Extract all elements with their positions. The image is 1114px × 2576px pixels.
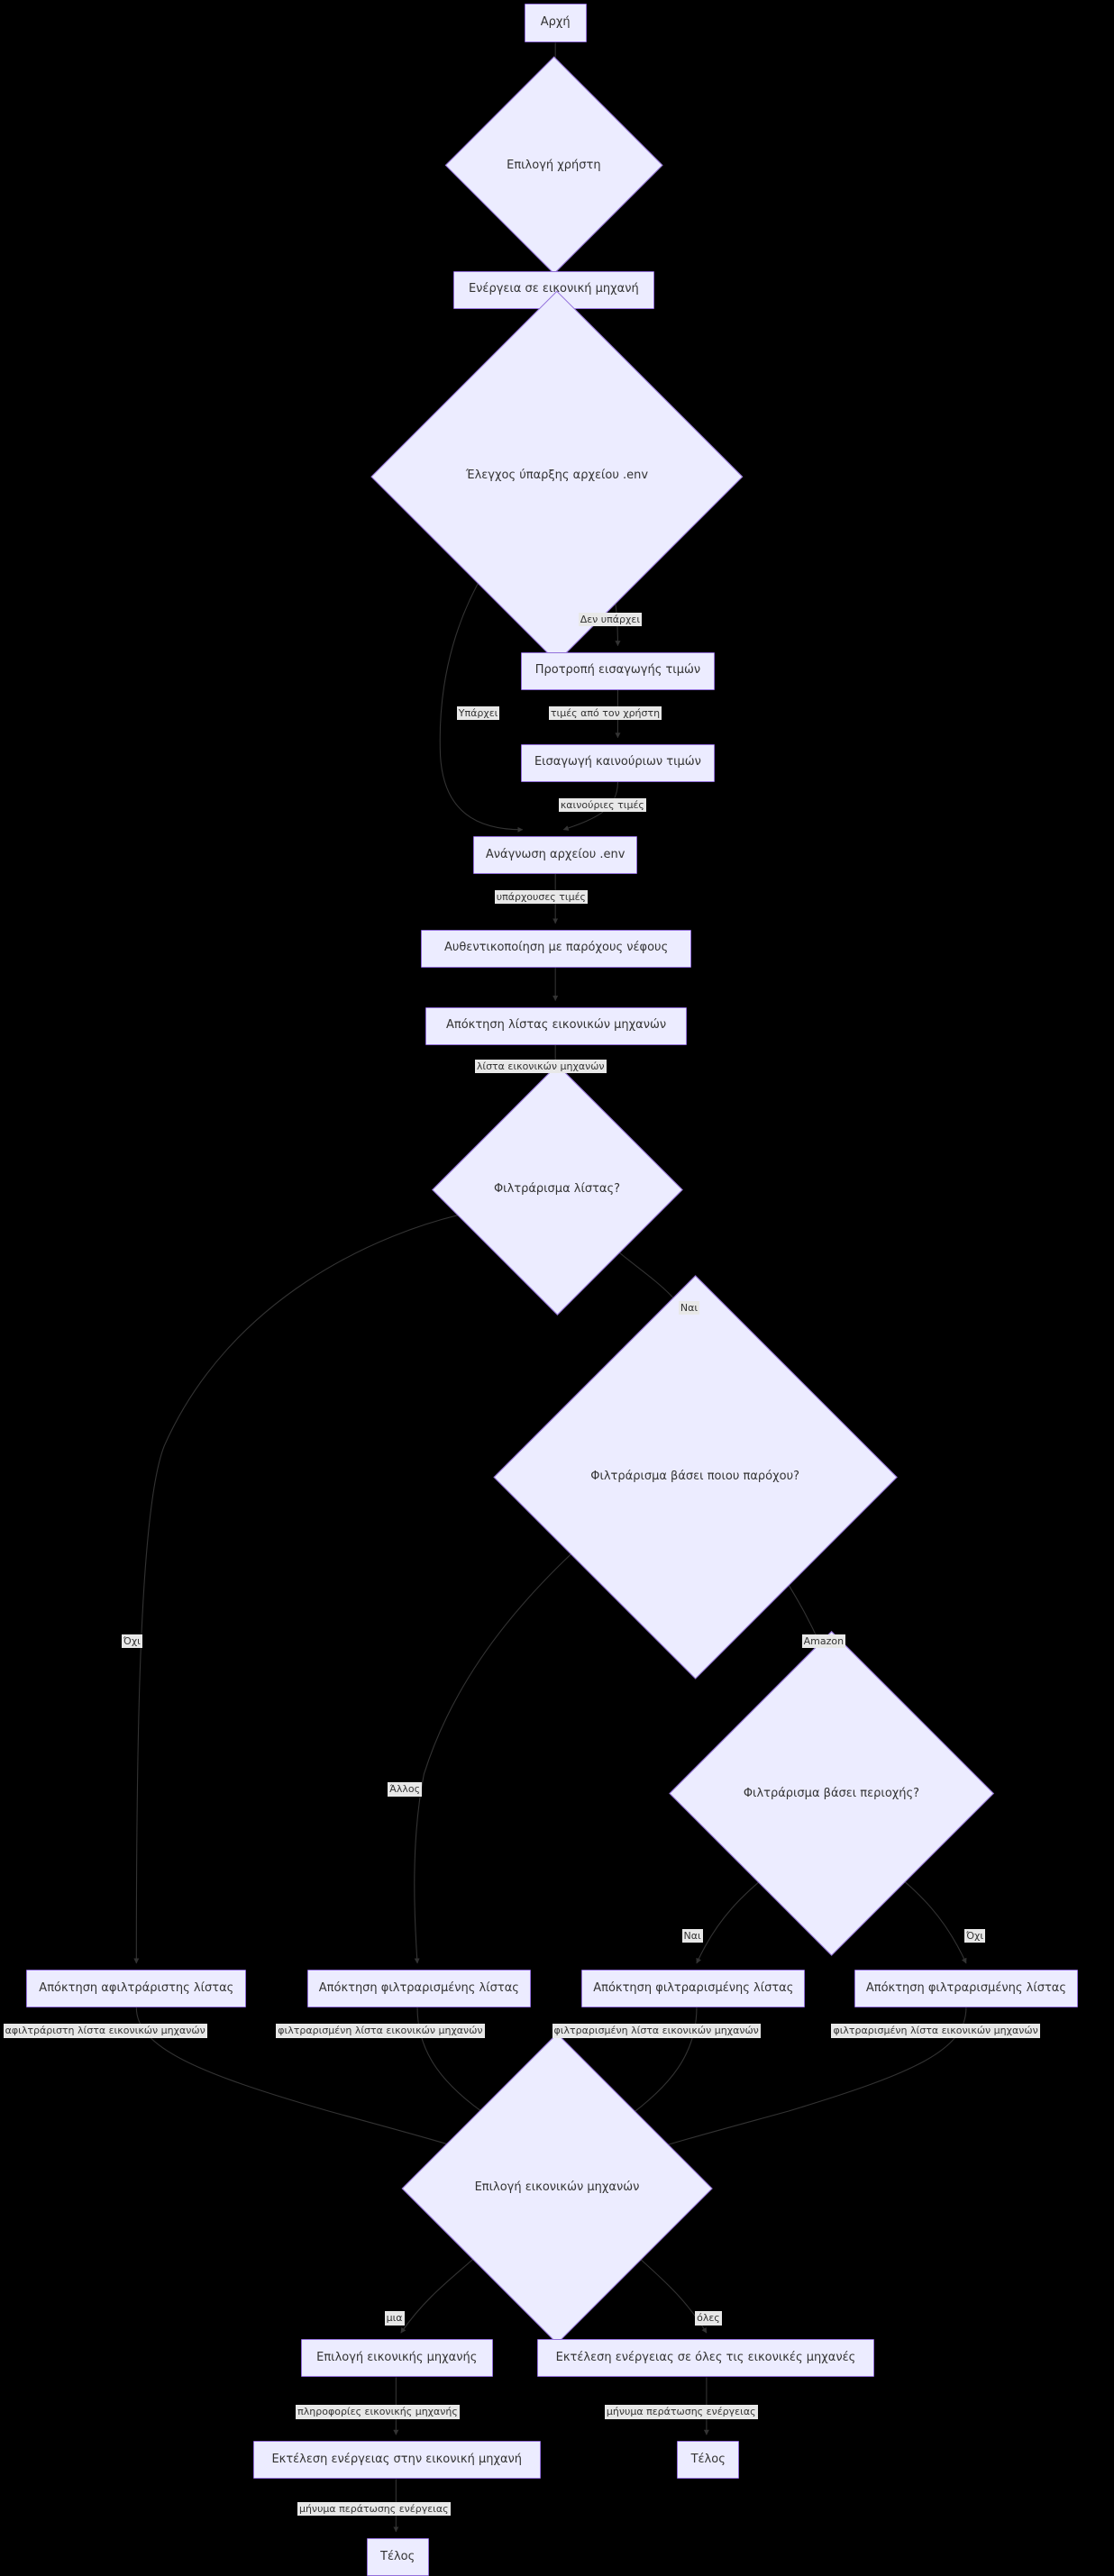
edge-label-el-yes2: Ναι <box>681 1928 703 1943</box>
flow-node-auth[interactable]: Αυθεντικοποίηση με παρόχους νέφους <box>420 930 692 968</box>
flow-node-label: Απόκτηση λίστας εικονικών μηχανών <box>446 1018 667 1033</box>
flow-node-runall[interactable]: Εκτέλεση ενέργειας σε όλες τις εικονικές… <box>537 2339 874 2378</box>
flow-node-selectvms[interactable]: Επιλογή εικονικών μηχανών <box>401 2032 713 2344</box>
flow-node-end1[interactable]: Τέλος <box>366 2538 429 2576</box>
flow-node-start[interactable]: Αρχή <box>524 3 587 43</box>
flow-node-checkenv[interactable]: Έλεγχος ύπαρξης αρχείου .env <box>370 290 744 663</box>
edge-label-el-notexist: Δεν υπάρχει <box>578 613 643 627</box>
flow-node-label: Εισαγωγή καινούριων τιμών <box>534 755 701 769</box>
flow-node-label: Φιλτράρισμα βάσει περιοχής? <box>743 1786 920 1800</box>
flow-node-label: Επιλογή εικονικών μηχανών <box>474 2180 640 2195</box>
flow-node-label: Εκτέλεση ενέργειας σε όλες τις εικονικές… <box>555 2350 856 2364</box>
flow-node-providerq[interactable]: Φιλτράρισμα βάσει ποιου παρόχου? <box>492 1274 898 1679</box>
edge-label-el-no2: Όχι <box>964 1928 986 1943</box>
flow-node-prompt[interactable]: Προτροπή εισαγωγής τιμών <box>520 651 715 690</box>
edge-label-el-newvals: καινούριες τιμές <box>558 798 646 813</box>
edge-label-el-unflist: αφιλτράριστη λίστα εικονικών μηχανών <box>3 2024 207 2038</box>
flow-node-regionq[interactable]: Φιλτράρισμα βάσει περιοχής? <box>668 1631 994 1957</box>
flow-node-selectone[interactable]: Επιλογή εικονικής μηχανής <box>300 2339 493 2378</box>
flow-node-end2[interactable]: Τέλος <box>677 2441 740 2480</box>
flow-node-readenv[interactable]: Ανάγνωση αρχείου .env <box>473 836 638 874</box>
flow-node-filtered1[interactable]: Απόκτηση φιλτραρισμένης λίστας <box>306 1970 531 2008</box>
edge-label-el-one: μια <box>384 2311 405 2326</box>
flow-node-label: Ανάγνωση αρχείου .env <box>485 847 625 861</box>
flow-node-label: Αυθεντικοποίηση με παρόχους νέφους <box>443 941 669 955</box>
flow-node-label: Απόκτηση φιλτραρισμένης λίστας <box>865 1980 1066 1995</box>
edge-label-el-uservals: τιμές από τον χρήστη <box>548 706 662 721</box>
edge-label-el-done1: μήνυμα περάτωσης ενέργειας <box>297 2501 451 2517</box>
flow-node-filtered2[interactable]: Απόκτηση φιλτραρισμένης λίστας <box>581 1970 806 2008</box>
flow-node-label: Επιλογή εικονικής μηχανής <box>316 2350 478 2364</box>
flow-node-label: Φιλτράρισμα βάσει ποιου παρόχου? <box>590 1469 799 1483</box>
flow-node-filtered3[interactable]: Απόκτηση φιλτραρισμένης λίστας <box>854 1970 1078 2008</box>
flow-node-runone[interactable]: Εκτέλεση ενέργειας στην εικονική μηχανή <box>252 2441 541 2480</box>
flow-node-label: Έλεγχος ύπαρξης αρχείου .env <box>465 469 649 483</box>
flow-node-label: Φιλτράρισμα λίστας? <box>493 1181 621 1196</box>
edge-label-el-vminfo: πληροφορίες εικονικής μηχανής <box>296 2405 460 2419</box>
edge-label-el-exists: Υπάρχει <box>456 706 500 721</box>
edge-label-el-amazon: Amazon <box>801 1634 846 1649</box>
edge-label-el-existvals: υπάρχουσες τιμές <box>494 890 589 905</box>
flow-node-label: Απόκτηση φιλτραρισμένης λίστας <box>318 1980 519 1995</box>
flow-node-insert[interactable]: Εισαγωγή καινούριων τιμών <box>520 743 715 782</box>
edge-label-el-flist1: φιλτραρισμένη λίστα εικονικών μηχανών <box>276 2024 485 2038</box>
edge-label-el-flist3: φιλτραρισμένη λίστα εικονικών μηχανών <box>831 2024 1040 2038</box>
edge-label-el-done2: μήνυμα περάτωσης ενέργειας <box>604 2405 758 2419</box>
edge-label-el-flist2: φιλτραρισμένη λίστα εικονικών μηχανών <box>552 2024 761 2038</box>
flow-node-unfiltered[interactable]: Απόκτηση αφιλτράριστης λίστας <box>26 1970 247 2008</box>
flow-edge <box>411 1515 615 1964</box>
flow-edge <box>131 1213 470 1964</box>
flow-node-label: Τέλος <box>380 2549 415 2563</box>
flow-node-userchoice[interactable]: Επιλογή χρήστη <box>444 56 663 276</box>
flow-node-label: Απόκτηση φιλτραρισμένης λίστας <box>593 1980 794 1995</box>
flow-node-getlist[interactable]: Απόκτηση λίστας εικονικών μηχανών <box>425 1006 687 1045</box>
edge-label-el-other: Άλλος <box>388 1782 423 1797</box>
flow-node-label: Τέλος <box>690 2452 726 2466</box>
flow-node-label: Επιλογή χρήστη <box>507 158 601 172</box>
flow-node-label: Απόκτηση αφιλτράριστης λίστας <box>39 1980 234 1995</box>
flow-node-label: Αρχή <box>540 15 571 30</box>
flow-node-label: Προτροπή εισαγωγής τιμών <box>534 663 701 678</box>
edge-label-el-vmlist: λίστα εικονικών μηχανών <box>474 1060 607 1074</box>
flow-node-label: Ενέργεια σε εικονική μηχανή <box>468 282 639 296</box>
flow-edge <box>440 559 524 835</box>
flow-edge <box>643 2007 966 2154</box>
flow-node-filterq[interactable]: Φιλτράρισμα λίστας? <box>431 1063 683 1315</box>
edge-label-el-no1: Όχι <box>121 1634 142 1649</box>
flow-node-label: Εκτέλεση ενέργειας στην εικονική μηχανή <box>271 2452 523 2466</box>
edge-label-el-all: όλες <box>695 2311 722 2326</box>
edge-label-el-yes1: Ναι <box>678 1301 700 1315</box>
